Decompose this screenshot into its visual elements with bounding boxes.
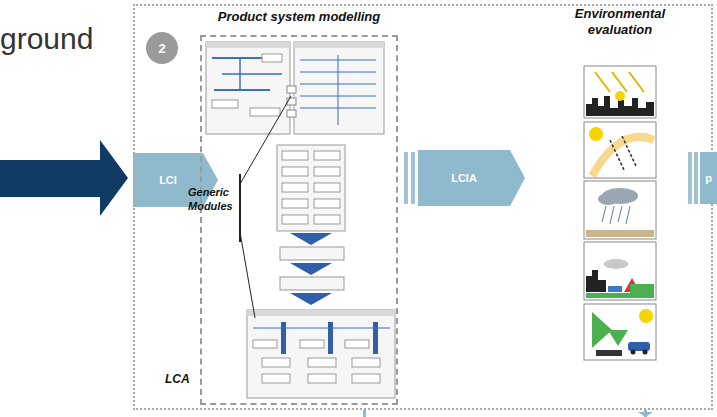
stage-arrow: LCI [133, 153, 218, 207]
stub-line [363, 410, 366, 417]
bracket [240, 96, 291, 318]
arrow-label: p [705, 172, 712, 184]
section-title: ground [0, 20, 93, 58]
group-label: Generic Modules [188, 186, 238, 214]
arrow-label: LCI [159, 174, 177, 186]
software-screenshot [206, 42, 395, 398]
frame-title: Product system modelling [182, 9, 416, 24]
callout-circle: 2 [146, 32, 178, 64]
input-arrow [0, 140, 128, 216]
stage-arrow: LCIA [418, 150, 525, 206]
bar [688, 152, 692, 204]
impact-pictograms [584, 66, 656, 360]
stage-arrow: p [700, 152, 717, 204]
bar [411, 152, 415, 204]
bar [404, 152, 408, 204]
stub-arrow [638, 412, 653, 417]
callout-number: 2 [158, 41, 165, 56]
column-heading: Environmental evaluation [556, 6, 684, 39]
arrow-label: LCIA [451, 172, 477, 184]
modelling-frame: Product system modelling [200, 35, 398, 405]
bar [694, 152, 698, 204]
frame-title: LCA [165, 372, 190, 386]
